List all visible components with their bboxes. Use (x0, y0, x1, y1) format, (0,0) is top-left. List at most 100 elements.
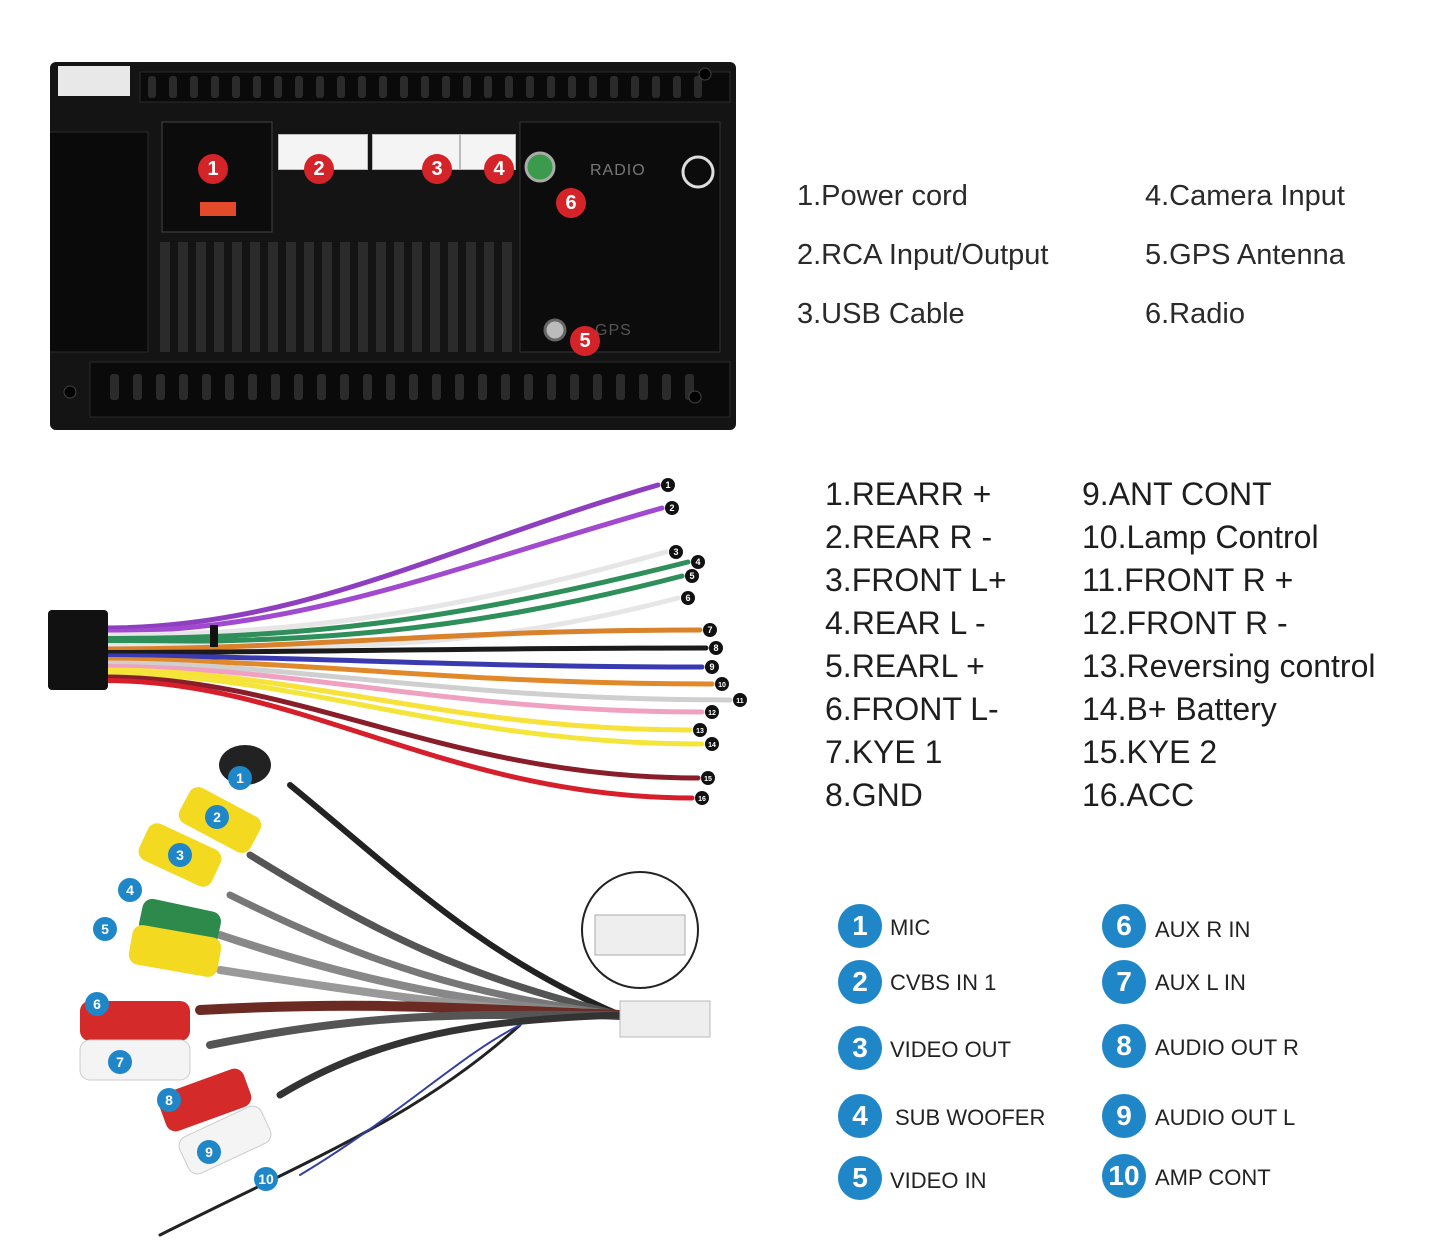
rca-legend-label-1: MIC (890, 915, 931, 940)
rca-white-connector (619, 1000, 711, 1038)
wire-legend-12: 12.FRONT R - (1082, 605, 1288, 641)
rca-legend-num-8: 8 (1102, 1024, 1146, 1068)
vent-slot (337, 76, 345, 98)
port-marker-3: 3 (422, 154, 452, 184)
rca-legend-label-4: SUB WOOFER (895, 1105, 1046, 1130)
vent-slot (484, 242, 494, 352)
port-legend-3: 3.USB Cable (797, 298, 965, 330)
vent-slot (376, 242, 386, 352)
rca-marker-5: 5 (93, 917, 117, 941)
harness-marker-3 (669, 545, 683, 559)
vent-slot (673, 76, 681, 98)
harness-wire-7 (102, 627, 703, 652)
rca-legend-num-3: 3 (838, 1026, 882, 1070)
vent-slot (322, 242, 332, 352)
rca-marker-4: 4 (118, 878, 142, 902)
vent-slot (589, 76, 597, 98)
harness-tie (210, 625, 218, 647)
rca-marker-6: 6 (85, 992, 109, 1016)
vent-slot (340, 374, 349, 400)
harness-marker-label-7: 7 (707, 625, 712, 635)
vent-slot (304, 242, 314, 352)
harness-marker-label-2: 2 (669, 503, 674, 513)
rca-marker-7: 7 (108, 1050, 132, 1074)
wire-legend-15: 15.KYE 2 (1082, 734, 1218, 770)
harness-marker-16 (695, 791, 709, 805)
vent-slot (526, 76, 534, 98)
vent-slot (505, 76, 513, 98)
harness-wire-8 (102, 645, 709, 655)
vent-slot (253, 76, 261, 98)
rca-cable-illustration (79, 745, 711, 1237)
vent-slot (568, 76, 576, 98)
rca-marker-10: 10 (254, 1167, 278, 1191)
harness-marker-14 (705, 737, 719, 751)
rca-marker-8: 8 (157, 1088, 181, 1112)
vent-slot (455, 374, 464, 400)
vent-slot (358, 242, 368, 352)
wire-legend-14: 14.B+ Battery (1082, 691, 1277, 727)
vent-slot (271, 374, 280, 400)
port-legend-1: 1.Power cord (797, 180, 968, 212)
harness-marker-12 (705, 705, 719, 719)
vent-slot (394, 242, 404, 352)
head-unit-back-panel: RADIO GPS 1 2 3 4 5 6 (50, 62, 736, 430)
vent-slot (694, 76, 702, 98)
vent-slot (316, 76, 324, 98)
wire-legend-5: 5.REARL + (825, 648, 985, 684)
vent-slot (179, 374, 188, 400)
port-legend-6: 6.Radio (1145, 298, 1245, 330)
vent-slot (232, 242, 242, 352)
harness-marker-label-4: 4 (695, 557, 700, 567)
harness-marker-15 (701, 771, 715, 785)
port-marker-5: 5 (570, 326, 600, 356)
wire-legend-3: 3.FRONT L+ (825, 562, 1007, 598)
vent-slot (156, 374, 165, 400)
vent-slot (274, 76, 282, 98)
harness-wire-5 (102, 573, 685, 645)
wire-legend-1: 1.REARR + (825, 476, 992, 512)
rca-legend-label-6: AUX R IN (1155, 917, 1251, 942)
port-legend-5: 5.GPS Antenna (1145, 239, 1345, 271)
harness-marker-label-15: 15 (704, 776, 712, 783)
rca-marker-3: 3 (168, 843, 192, 867)
harness-marker-label-3: 3 (673, 547, 678, 557)
vent-slot (317, 374, 326, 400)
vent-slot (412, 242, 422, 352)
wire-legend-8: 8.GND (825, 777, 923, 813)
vent-slot (225, 374, 234, 400)
harness-wire-1 (102, 482, 661, 631)
rca-legend-num-5: 5 (838, 1156, 882, 1200)
vent-slot (616, 374, 625, 400)
harness-marker-label-10: 10 (718, 682, 726, 689)
harness-marker-4 (691, 555, 705, 569)
harness-wire-16 (102, 678, 695, 801)
port-legend-4: 4.Camera Input (1145, 180, 1345, 212)
rca-marker-1: 1 (228, 766, 252, 790)
wire-legend-2: 2.REAR R - (825, 519, 993, 555)
vent-slot (169, 76, 177, 98)
vent-slot (133, 374, 142, 400)
wire-legend-4: 4.REAR L - (825, 605, 986, 641)
vent-slot (248, 374, 257, 400)
vent-slot (421, 76, 429, 98)
vent-slot (386, 374, 395, 400)
rca-legend-label-5: VIDEO IN (890, 1168, 987, 1193)
rca-marker-2: 2 (205, 805, 229, 829)
vent-slot (294, 374, 303, 400)
vent-slot (214, 242, 224, 352)
serial-sticker (58, 66, 130, 96)
gps-label: GPS (595, 322, 632, 339)
radio-label: RADIO (590, 162, 646, 179)
vent-slot (232, 76, 240, 98)
vent-slot (478, 374, 487, 400)
wire-legend-7: 7.KYE 1 (825, 734, 943, 770)
rca-legend-num-4: 4 (838, 1094, 882, 1138)
harness-marker-9 (705, 660, 719, 674)
vent-slot (502, 242, 512, 352)
vent-slot (211, 76, 219, 98)
rca-legend-num-2: 2 (838, 960, 882, 1004)
harness-wire-9 (102, 653, 705, 670)
vent-slot (501, 374, 510, 400)
